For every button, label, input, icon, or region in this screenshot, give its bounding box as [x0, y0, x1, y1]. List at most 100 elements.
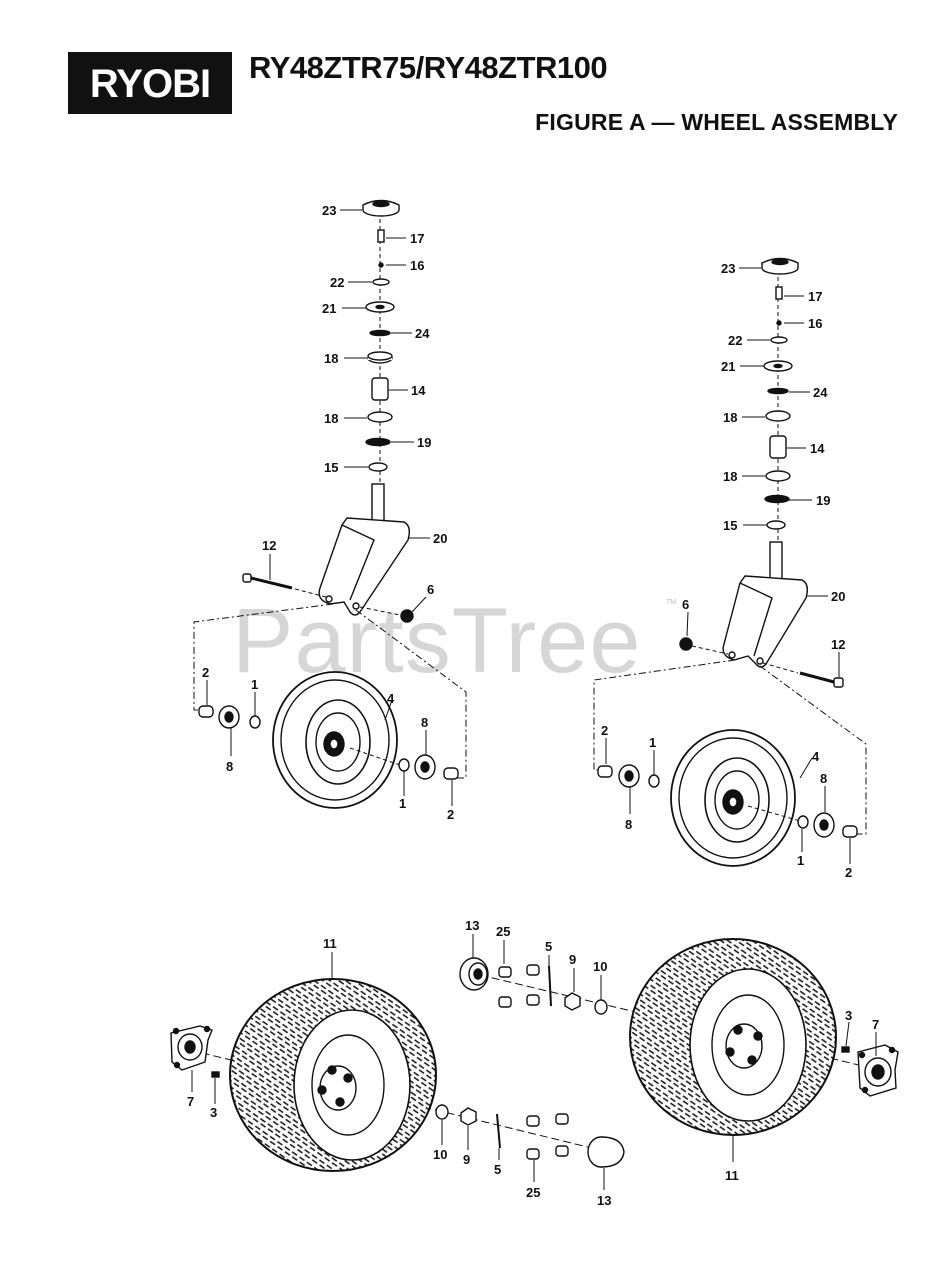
- part-4-front-wheel: [272, 671, 398, 809]
- callout-24: 24: [415, 326, 430, 341]
- callout-8-left-r: 8: [625, 817, 632, 832]
- part-13-hub-cap-lower: [587, 1136, 625, 1168]
- part-15-seal: [368, 462, 388, 472]
- part-3-key-left: [211, 1071, 220, 1078]
- callout-7-left: 7: [187, 1094, 194, 1109]
- ryobi-logo: RYOBI: [68, 52, 232, 114]
- callout-17-r: 17: [808, 289, 822, 304]
- part-12-axle-bolt-r: [762, 662, 844, 688]
- callout-5-lower: 5: [494, 1162, 501, 1177]
- part-2-spacer-left: [198, 705, 214, 718]
- part-24-ring: [369, 329, 391, 337]
- model-number: RY48ZTR75/RY48ZTR100: [249, 50, 608, 85]
- part-11-rear-tire-right: [629, 938, 837, 1136]
- callout-24-r: 24: [813, 385, 828, 400]
- callout-2-right-r: 2: [845, 865, 852, 880]
- callout-19-r: 19: [816, 493, 830, 508]
- callout-18a: 18: [324, 351, 338, 366]
- part-7-hub-left: [170, 1025, 213, 1071]
- callout-20-r: 20: [831, 589, 845, 604]
- callout-23-r: 23: [721, 261, 735, 276]
- callout-9-upper: 9: [569, 952, 576, 967]
- callout-20: 20: [433, 531, 447, 546]
- callout-15: 15: [324, 460, 338, 475]
- part-25-lug-upper-3: [498, 996, 512, 1008]
- callout-16-r: 16: [808, 316, 822, 331]
- watermark-tm: TM: [666, 599, 676, 606]
- part-6-nut-r: [679, 637, 693, 651]
- part-9-nut-lower: [460, 1107, 477, 1126]
- part-9-nut-upper: [564, 992, 581, 1011]
- part-18-bearing-top-r: [765, 410, 791, 422]
- part-2-spacer-right-r: [842, 825, 858, 838]
- part-24-ring-r: [767, 387, 789, 395]
- part-19-seal-r: [764, 494, 790, 504]
- callout-21: 21: [322, 301, 336, 316]
- part-14-spacer: [371, 377, 389, 401]
- part-1-washer-left-r: [648, 774, 660, 788]
- part-20-caster-fork-r: [722, 541, 809, 668]
- rear-wheel-assembly: [170, 938, 899, 1172]
- callout-21-r: 21: [721, 359, 735, 374]
- callout-22: 22: [330, 275, 344, 290]
- callout-10-lower: 10: [433, 1147, 447, 1162]
- part-4-front-wheel-r: [670, 729, 796, 867]
- callout-16: 16: [410, 258, 424, 273]
- callout-3-left: 3: [210, 1105, 217, 1120]
- callout-6: 6: [427, 582, 434, 597]
- callout-13-upper: 13: [465, 918, 479, 933]
- callout-15-r: 15: [723, 518, 737, 533]
- callout-3-right: 3: [845, 1008, 852, 1023]
- rear-callouts: 11 7 3 10 9 5 25 13 13 25 5 9 10 11 3 7: [187, 918, 879, 1208]
- part-10-washer-upper: [594, 999, 608, 1015]
- callout-12-r: 12: [831, 637, 845, 652]
- part-7-hub-right: [857, 1044, 899, 1097]
- callout-2-right: 2: [447, 807, 454, 822]
- callout-2-left-r: 2: [601, 723, 608, 738]
- ryobi-logo-mark: RYOBI: [68, 52, 232, 114]
- left-caster-assembly: [193, 199, 467, 809]
- callout-25-lower: 25: [526, 1185, 540, 1200]
- part-25-lug-upper-1: [498, 966, 512, 978]
- part-14-spacer-r: [769, 435, 787, 459]
- part-18-bearing-bottom-r: [765, 470, 791, 482]
- callout-4: 4: [387, 691, 395, 706]
- callout-22-r: 22: [728, 333, 742, 348]
- callout-1-left-r: 1: [649, 735, 656, 750]
- part-15-seal-r: [766, 520, 786, 530]
- part-19-seal: [365, 437, 391, 447]
- callout-13-lower: 13: [597, 1193, 611, 1208]
- part-6-nut: [400, 609, 414, 623]
- part-22-washer-r: [770, 336, 788, 344]
- callout-19: 19: [417, 435, 431, 450]
- left-callouts: 23 17 16 22 21 24 18 14 18 19 15 20 12 6…: [202, 203, 454, 822]
- part-12-axle-bolt: [242, 573, 327, 598]
- part-17-grease-fitting: [377, 229, 385, 243]
- callout-17: 17: [410, 231, 424, 246]
- callout-8-left: 8: [226, 759, 233, 774]
- callout-9-lower: 9: [463, 1152, 470, 1167]
- figure-title: FIGURE A — WHEEL ASSEMBLY: [535, 109, 898, 135]
- callout-12: 12: [262, 538, 276, 553]
- callout-25-upper: 25: [496, 924, 510, 939]
- callout-14: 14: [411, 383, 426, 398]
- part-1-washer-left: [249, 715, 261, 729]
- callout-8-right-r: 8: [820, 771, 827, 786]
- callout-18a-r: 18: [723, 410, 737, 425]
- part-25-lug-upper-4: [526, 994, 540, 1006]
- callout-14-r: 14: [810, 441, 825, 456]
- part-25-lug-lower-3: [526, 1148, 540, 1160]
- part-25-lug-lower-1: [526, 1115, 540, 1127]
- part-10-washer-lower: [435, 1104, 449, 1120]
- part-1-washer-right-r: [797, 815, 809, 829]
- part-2-spacer-left-r: [597, 765, 613, 778]
- callout-1-right-r: 1: [797, 853, 804, 868]
- part-18-bearing-bottom: [367, 411, 393, 423]
- part-22-washer: [372, 278, 390, 286]
- callout-23: 23: [322, 203, 336, 218]
- callout-5-upper: 5: [545, 939, 552, 954]
- part-13-hub-cap-upper: [459, 957, 489, 991]
- part-25-lug-lower-2: [555, 1113, 569, 1125]
- part-11-rear-tire-left: [229, 978, 437, 1172]
- callout-10-upper: 10: [593, 959, 607, 974]
